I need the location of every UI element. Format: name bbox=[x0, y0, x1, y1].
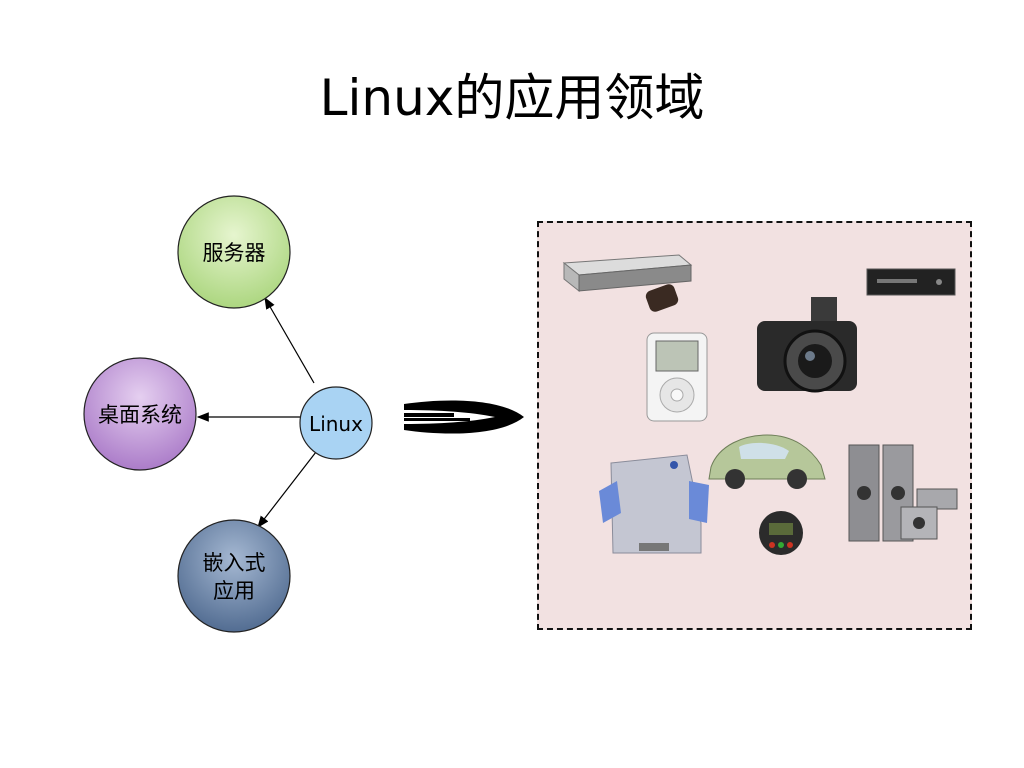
gauge-icon bbox=[759, 511, 803, 555]
device-panel bbox=[537, 221, 972, 630]
edge-linux-server bbox=[264, 296, 315, 384]
node-embedded-label-line1: 嵌入式 bbox=[203, 551, 266, 575]
dvd-player-icon bbox=[866, 268, 956, 296]
edge-linux-embedded bbox=[257, 451, 317, 528]
node-desktop[interactable]: 桌面系统 bbox=[83, 357, 197, 471]
node-embedded-label-line2: 应用 bbox=[213, 579, 255, 603]
node-server[interactable]: 服务器 bbox=[177, 195, 291, 309]
car-icon bbox=[708, 434, 826, 489]
digital-camera-icon bbox=[757, 297, 857, 393]
mp3-player-icon bbox=[646, 332, 708, 422]
node-desktop-label: 桌面系统 bbox=[98, 403, 182, 427]
node-embedded[interactable]: 嵌入式 应用 bbox=[177, 519, 291, 633]
node-linux-label: Linux bbox=[309, 412, 363, 436]
speakers-icon bbox=[848, 444, 958, 542]
node-server-label: 服务器 bbox=[203, 241, 266, 265]
set-top-box-icon bbox=[562, 254, 693, 293]
page-title: Linux的应用领域 bbox=[319, 69, 705, 127]
big-arrow-icon bbox=[404, 400, 524, 434]
printer-icon bbox=[599, 454, 709, 554]
remote-control-icon bbox=[645, 284, 679, 312]
node-linux[interactable]: Linux bbox=[299, 386, 373, 460]
